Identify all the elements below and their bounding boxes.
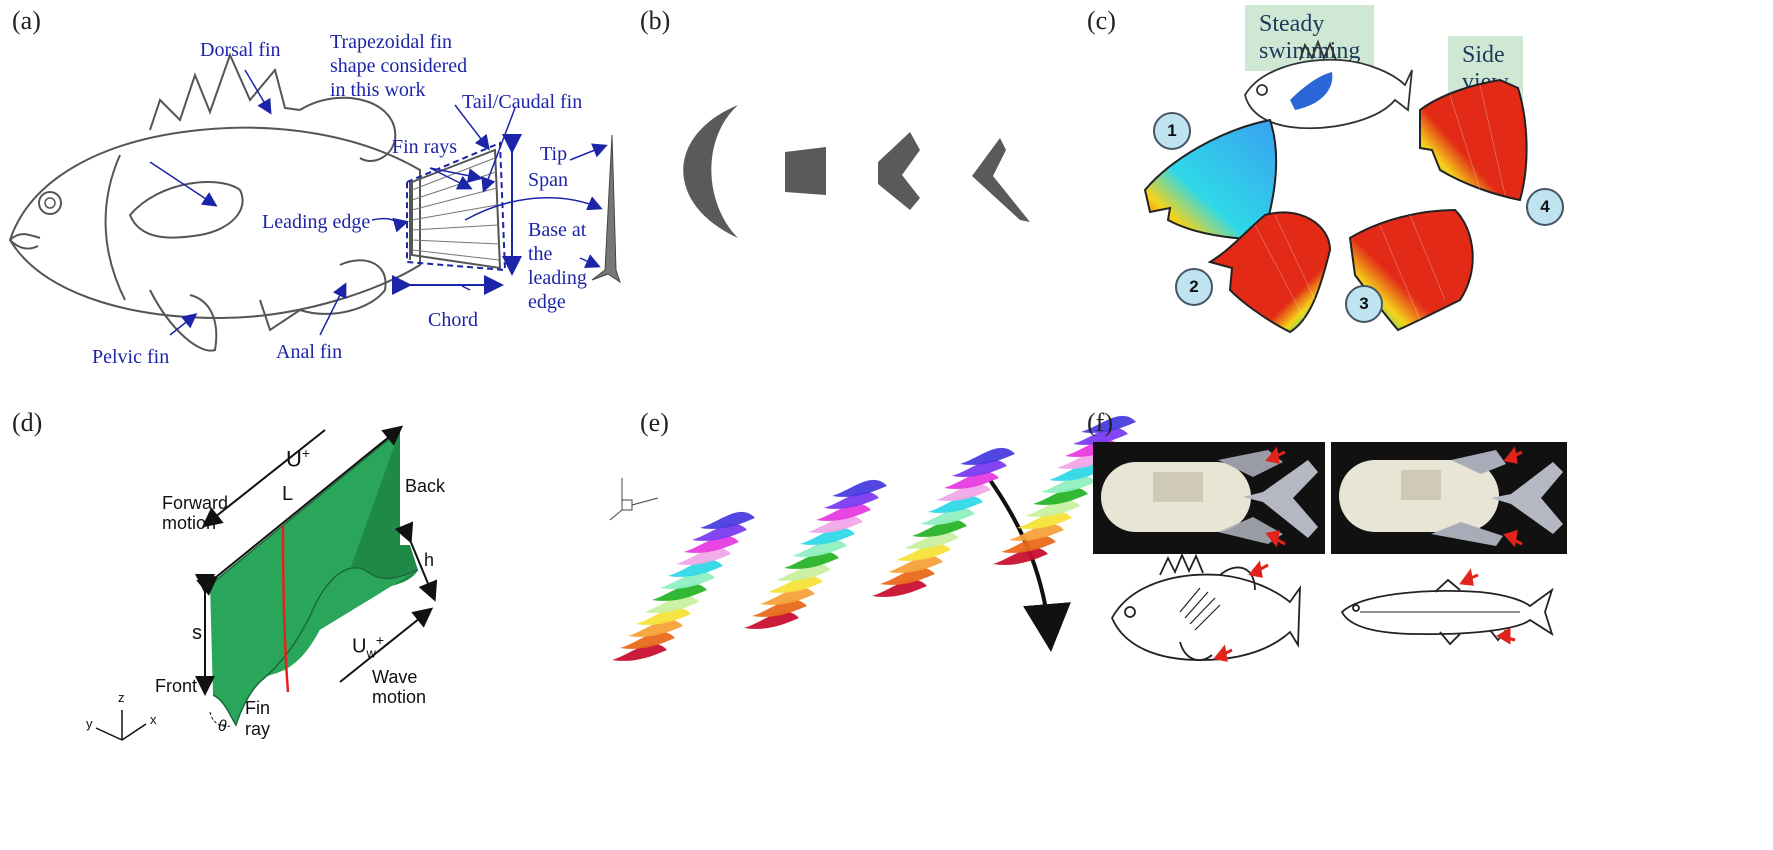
step-4-badge: 4 xyxy=(1526,188,1564,226)
fin-wave-glyph xyxy=(1033,487,1088,505)
wave-speed-label: Uw+ xyxy=(352,632,385,661)
fin-wave-glyph xyxy=(644,595,699,613)
theta-label: θ xyxy=(218,718,227,735)
fin-wave-glyph xyxy=(832,479,887,497)
fin-wave-glyph xyxy=(1001,535,1056,553)
fin-wave-glyph xyxy=(928,495,983,513)
fin-wave-glyph xyxy=(628,619,683,637)
panel-a-label: (a) xyxy=(12,6,41,35)
fin-wave-glyph xyxy=(872,579,927,597)
trapezoid-fin-shape xyxy=(785,147,826,195)
fin-wave-glyph xyxy=(920,507,975,525)
robot-photo-left xyxy=(1093,442,1325,554)
fin-wave-glyph xyxy=(816,503,871,521)
orientation-cube-icon xyxy=(609,478,659,521)
fin-wave-glyph xyxy=(1041,475,1096,493)
fin-wave-glyph xyxy=(1081,415,1136,433)
length-label: L xyxy=(282,483,294,505)
fin-wave-glyph xyxy=(684,535,739,553)
panel-b-label: (b) xyxy=(640,6,671,35)
fin-wave-glyph xyxy=(1009,523,1064,541)
fin-wave-glyph xyxy=(808,515,863,533)
fin-wave-glyph xyxy=(676,547,731,565)
fin-wave-glyph xyxy=(612,643,667,661)
wave-motion-label: Wave motion xyxy=(372,667,427,707)
label-fin-rays: Fin rays xyxy=(392,136,457,158)
fin-wave-glyph xyxy=(668,559,723,577)
fin-wave-glyph xyxy=(752,599,807,617)
panel-e-label: (e) xyxy=(640,408,669,437)
back-label: Back xyxy=(405,476,446,496)
axis-y-label: y xyxy=(86,716,93,731)
label-dorsal-fin: Dorsal fin xyxy=(200,39,281,61)
forked-fin-shape-1 xyxy=(878,132,920,210)
pectoral-fin-sequence xyxy=(1143,39,1528,334)
fin-wave-glyph xyxy=(888,555,943,573)
fin-wave-glyph xyxy=(993,547,1048,565)
fin-wave-glyph xyxy=(768,575,823,593)
fish-outline-diagram xyxy=(8,52,621,352)
step-2-badge: 2 xyxy=(1175,268,1213,306)
fin-wave-glyph xyxy=(800,527,855,545)
fin-wave-glyph xyxy=(936,483,991,501)
label-base: Base at the leading edge xyxy=(528,219,587,313)
u-plus-label: U+ xyxy=(286,445,311,472)
fin-wave-glyph xyxy=(896,543,951,561)
fin-wave-glyph xyxy=(660,571,715,589)
fin-wave-glyph xyxy=(1025,499,1080,517)
label-span: Span xyxy=(528,169,568,191)
bluegill-sketch xyxy=(1244,39,1413,130)
fin-wave-glyph xyxy=(1049,463,1104,481)
fin-wave-glyph xyxy=(1017,511,1072,529)
fin-wave-glyph xyxy=(904,531,959,549)
fin-wave-glyph xyxy=(652,583,707,601)
axis-z-label: z xyxy=(118,690,125,705)
fin-wave-glyph xyxy=(620,631,675,649)
label-anal-fin: Anal fin xyxy=(276,341,343,363)
fin-wave-glyph xyxy=(880,567,935,585)
panel-d-label: (d) xyxy=(12,408,43,437)
label-tip: Tip xyxy=(540,143,568,165)
label-tail-caudal-fin: Tail/Caudal fin xyxy=(462,91,583,113)
label-leading-edge: Leading edge xyxy=(262,211,371,233)
fin-wave-glyph xyxy=(824,491,879,509)
fin-shapes xyxy=(683,105,1030,238)
axis-icon xyxy=(95,710,147,741)
label-trapezoidal-fin: Trapezoidal fin shape considered in this… xyxy=(330,31,468,101)
label-chord: Chord xyxy=(428,309,478,331)
fin-wave-glyph xyxy=(960,447,1015,465)
forked-fin-shape-2 xyxy=(972,138,1030,222)
fin-wave-glyph xyxy=(636,607,691,625)
fin-wave-glyph xyxy=(1073,427,1128,445)
label-pelvic-fin: Pelvic fin xyxy=(92,346,170,368)
panel-f-label: (f) xyxy=(1087,408,1113,437)
lunate-fin-shape xyxy=(683,105,738,238)
fin-wave-glyph xyxy=(744,611,799,629)
fin-wave-glyph xyxy=(784,551,839,569)
step-3-badge: 3 xyxy=(1345,285,1383,323)
steady-swimming-tag: Steady swimming xyxy=(1245,5,1375,71)
fin-wave-glyph xyxy=(692,523,747,541)
front-label: Front xyxy=(155,676,198,696)
panel-c-label: (c) xyxy=(1087,6,1116,35)
fin-wave-glyph xyxy=(944,471,999,489)
fin-wave-glyph xyxy=(952,459,1007,477)
span-s-label: s xyxy=(192,622,202,644)
forward-motion-label: Forward motion xyxy=(162,493,229,533)
fin-wave-glyph xyxy=(760,587,815,605)
fin-wave-glyph xyxy=(792,539,847,557)
ribbon-fin-diagram xyxy=(95,425,438,741)
fin-ray-label: Fin ray xyxy=(245,698,271,739)
fin-wave-glyph xyxy=(700,511,755,529)
axis-x-label: x xyxy=(150,712,157,727)
fin-wave-glyph xyxy=(776,563,831,581)
fin-wave-glyph xyxy=(912,519,967,537)
height-label: h xyxy=(424,550,435,570)
step-1-badge: 1 xyxy=(1153,112,1191,150)
robot-photo-right xyxy=(1331,442,1567,554)
